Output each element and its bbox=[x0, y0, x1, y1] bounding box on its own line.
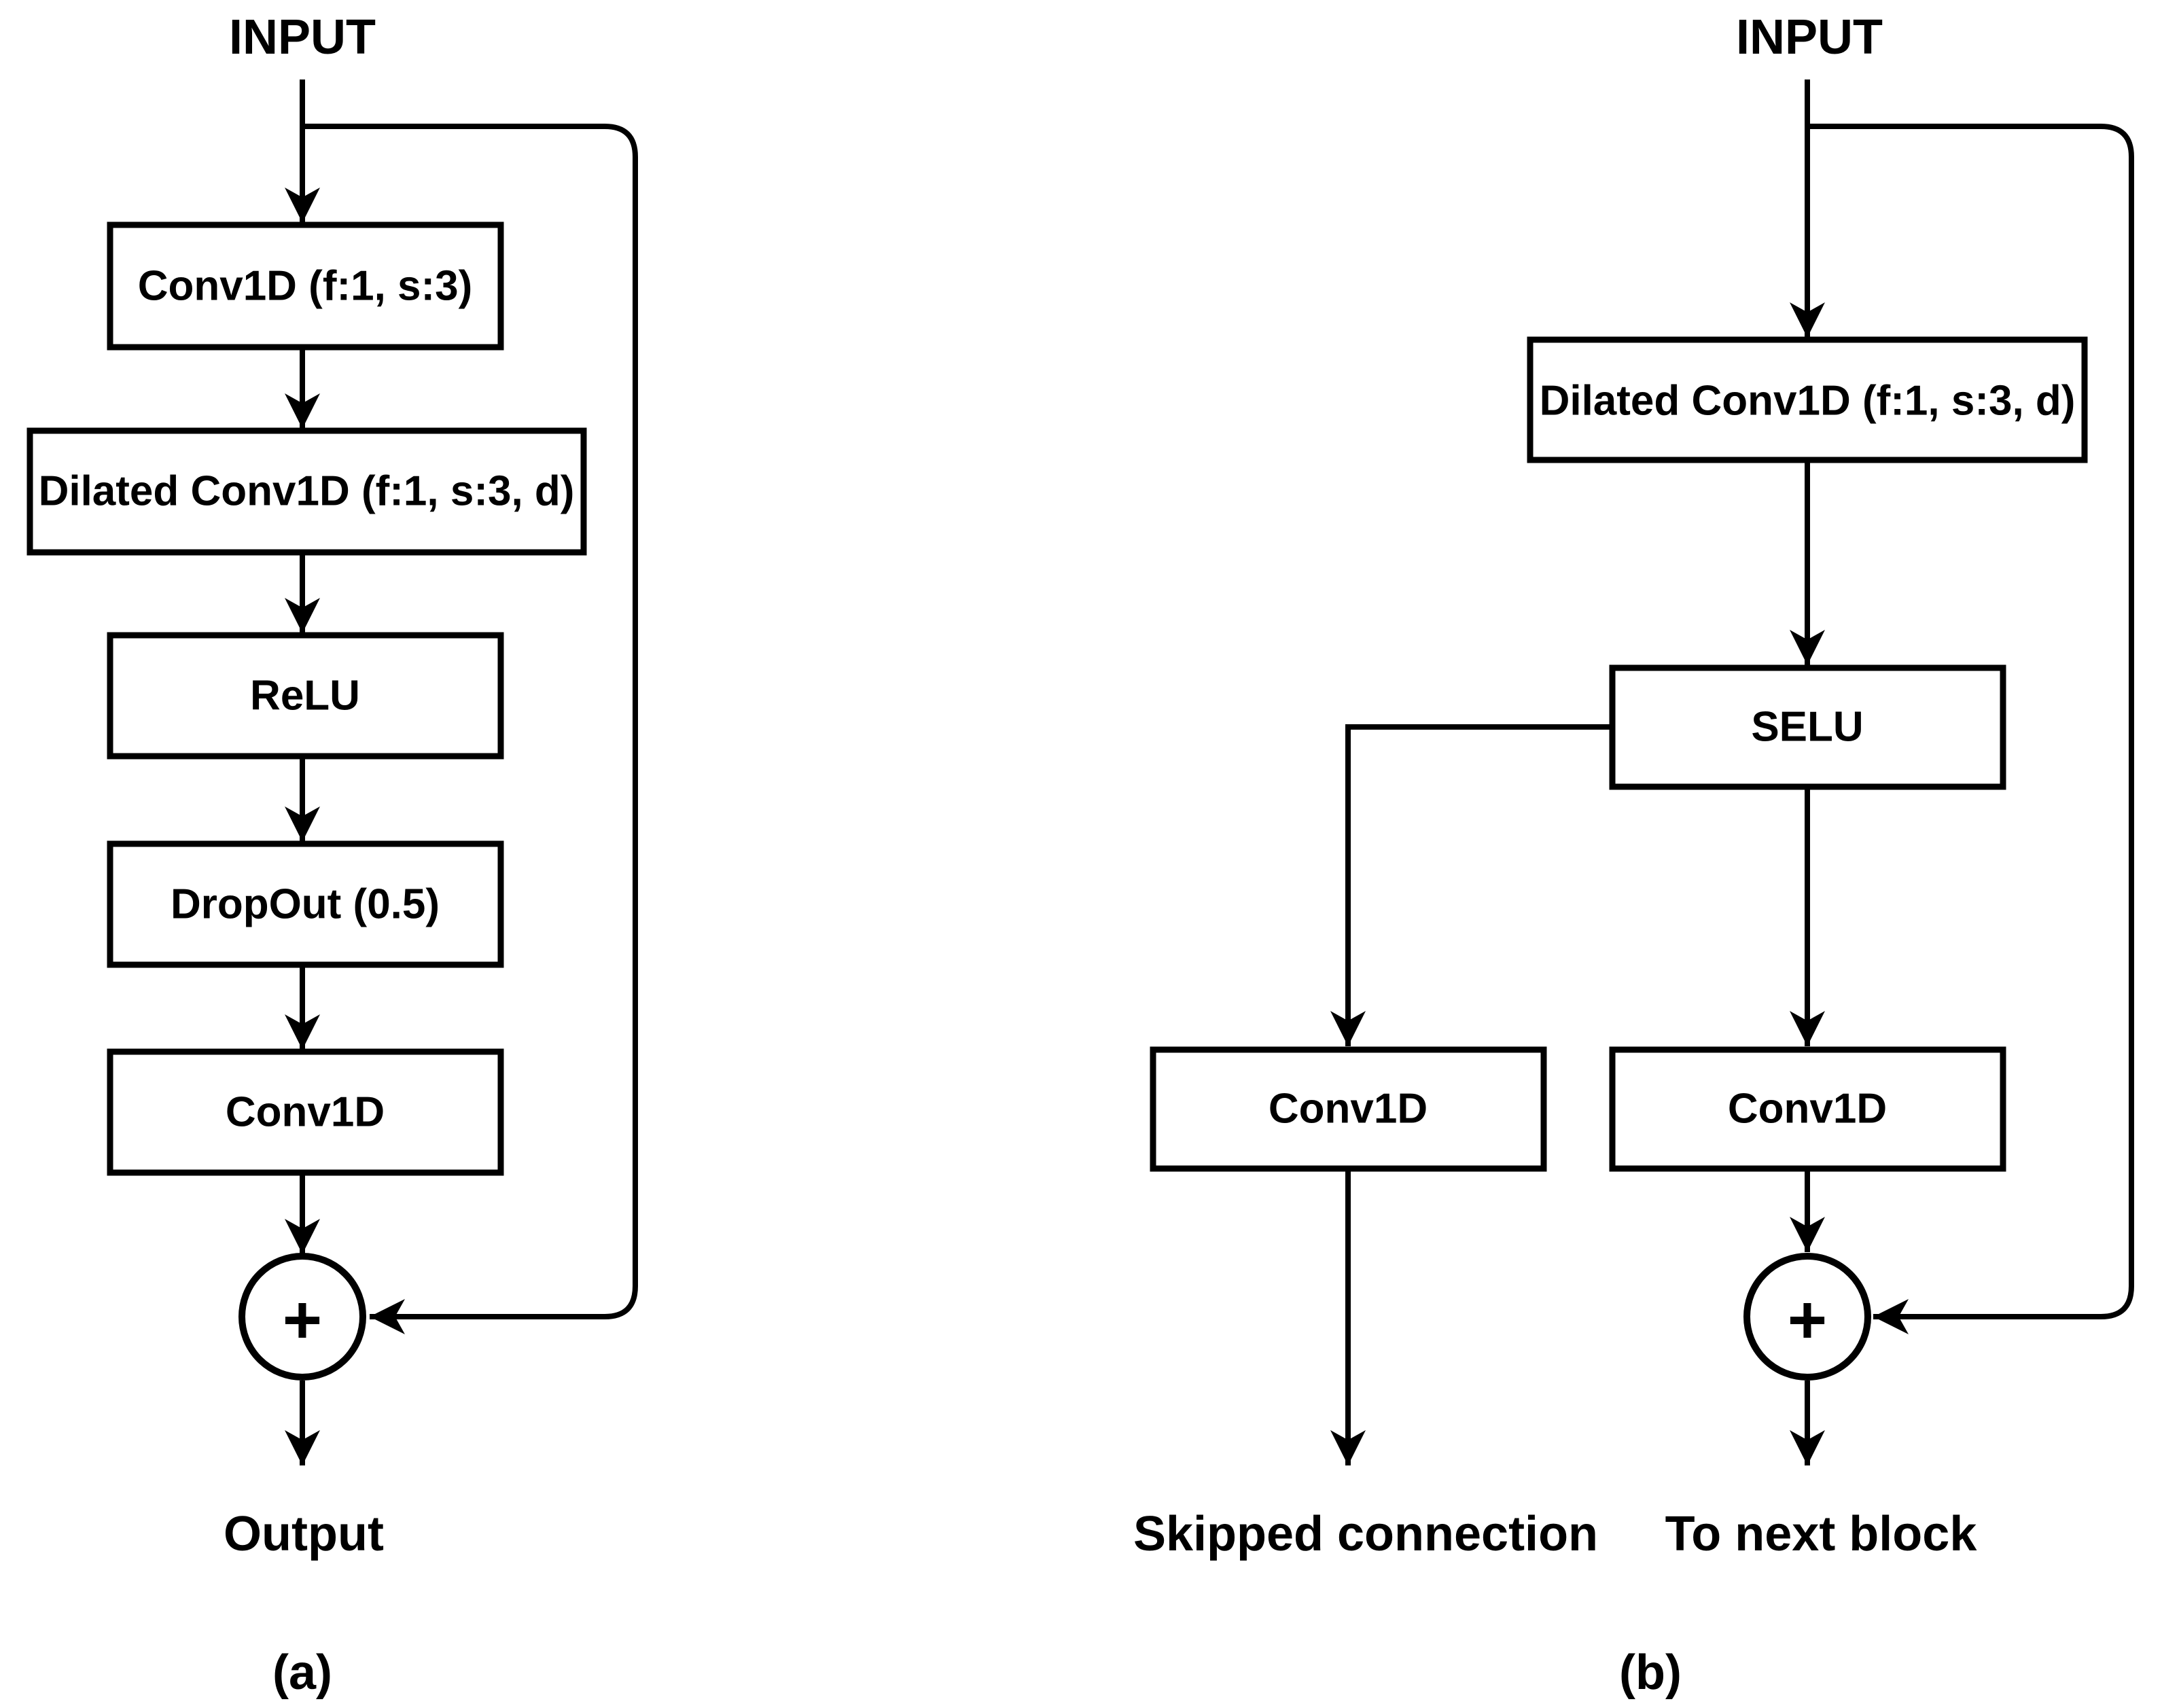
relu-box-a bbox=[107, 632, 504, 760]
diagram-a: INPUT Conv1D (f:1, s:3) Dilated Conv1D (… bbox=[26, 10, 638, 1700]
block-dropout-a: DropOut (0.5) bbox=[107, 840, 504, 968]
input-label-a: INPUT bbox=[229, 10, 376, 65]
block-dilated-conv1d-a: Dilated Conv1D (f:1, s:3, d) bbox=[26, 427, 587, 556]
next-block-label-b: To next block bbox=[1665, 1507, 1978, 1561]
sum-node-a: + bbox=[238, 1253, 366, 1381]
branch-selu-to-skip-conv1d-b bbox=[1330, 724, 1612, 1046]
relu-label-a: ReLU bbox=[250, 673, 360, 719]
main-conv1d-label-b: Conv1D bbox=[1728, 1086, 1887, 1133]
conv1d2-label-a: Conv1D bbox=[226, 1089, 385, 1136]
dilated-conv1d-label-b: Dilated Conv1D (f:1, s:3, d) bbox=[1540, 378, 2076, 425]
conv1d2-box-a bbox=[107, 1048, 504, 1176]
dropout-box-a bbox=[107, 840, 504, 968]
caption-b: (b) bbox=[1619, 1645, 1682, 1700]
block-relu-a: ReLU bbox=[107, 632, 504, 760]
selu-label-b: SELU bbox=[1751, 704, 1863, 751]
selu-box-b bbox=[1609, 664, 2006, 790]
sum-circle-b bbox=[1743, 1253, 1871, 1381]
plus-icon-a: + bbox=[283, 1282, 322, 1358]
skip-connection-wire-a bbox=[302, 124, 638, 1334]
block-skip-conv1d-b: Conv1D bbox=[1150, 1046, 1547, 1172]
skip-connection-wire-b bbox=[1807, 124, 2134, 1334]
block-dilated-conv1d-b: Dilated Conv1D (f:1, s:3, d) bbox=[1527, 336, 2088, 463]
dilated-conv1d-box-a bbox=[26, 427, 587, 556]
skip-output-label-b: Skipped connection bbox=[1133, 1507, 1598, 1561]
dilated-conv1d-label-a: Dilated Conv1D (f:1, s:3, d) bbox=[39, 468, 575, 515]
conv1d-box-a bbox=[107, 221, 504, 351]
caption-a: (a) bbox=[272, 1645, 332, 1700]
diagram-b: INPUT Dilated Conv1D (f:1, s:3, d) SELU … bbox=[1133, 10, 2134, 1700]
main-conv1d-box-b bbox=[1609, 1046, 2006, 1172]
skip-conv1d-label-b: Conv1D bbox=[1269, 1086, 1428, 1133]
sum-node-b: + bbox=[1743, 1253, 1871, 1381]
block-selu-b: SELU bbox=[1609, 664, 2006, 790]
block-conv1d-a: Conv1D (f:1, s:3) bbox=[107, 221, 504, 351]
dropout-label-a: DropOut (0.5) bbox=[171, 881, 440, 928]
input-label-b: INPUT bbox=[1736, 10, 1883, 65]
block-conv1d2-a: Conv1D bbox=[107, 1048, 504, 1176]
block-main-conv1d-b: Conv1D bbox=[1609, 1046, 2006, 1172]
output-label-a: Output bbox=[224, 1507, 384, 1561]
plus-icon-b: + bbox=[1788, 1282, 1827, 1358]
sum-circle-a bbox=[238, 1253, 366, 1381]
conv1d-label-a: Conv1D (f:1, s:3) bbox=[138, 263, 473, 310]
